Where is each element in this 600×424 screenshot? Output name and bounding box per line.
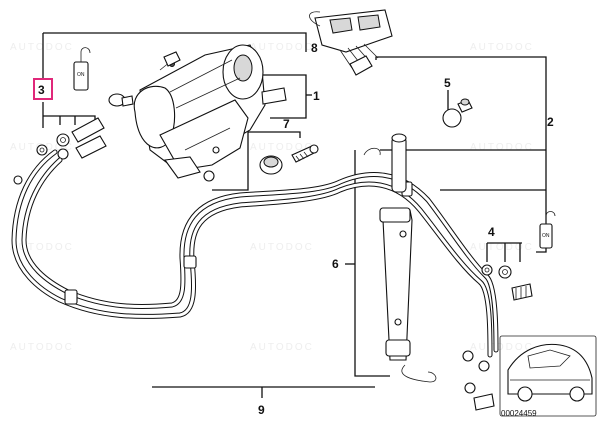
svg-text:AUTODOC: AUTODOC [250, 142, 314, 153]
callout-5[interactable]: 5 [444, 76, 451, 90]
svg-text:AUTODOC: AUTODOC [10, 342, 74, 353]
pipe-fittings-left [13, 117, 107, 185]
svg-text:AUTODOC: AUTODOC [470, 42, 534, 53]
callout-7[interactable]: 7 [283, 117, 290, 131]
svg-text:AUTODOC: AUTODOC [250, 42, 314, 53]
svg-text:AUTODOC: AUTODOC [470, 342, 534, 353]
callout-2[interactable]: 2 [547, 115, 554, 129]
callout-8[interactable]: 8 [311, 41, 318, 55]
strut-assembly [363, 133, 437, 383]
svg-text:AUTODOC: AUTODOC [10, 242, 74, 253]
callout-3[interactable]: 3 [38, 83, 45, 97]
svg-text:AUTODOC: AUTODOC [470, 242, 534, 253]
rubber-mount [259, 144, 319, 175]
relay-bracket [309, 9, 393, 76]
pipe-fittings-right [462, 264, 533, 411]
vehicle-thumbnail [499, 335, 597, 417]
wire-clip-right: ON [539, 211, 556, 249]
svg-text:AUTODOC: AUTODOC [250, 242, 314, 253]
callout-6[interactable]: 6 [332, 257, 339, 271]
leader-lines [42, 32, 547, 398]
callout-4[interactable]: 4 [488, 225, 495, 239]
svg-text:AUTODOC: AUTODOC [250, 342, 314, 353]
compressor-assembly [133, 44, 287, 182]
reference-number: 00024459 [501, 409, 537, 418]
callout-labels: 3 8 1 7 5 2 4 6 9 [33, 41, 554, 417]
air-pipes [11, 149, 499, 358]
svg-text:ON: ON [77, 72, 85, 78]
highlight-box-3[interactable] [33, 78, 53, 100]
ball-fitting [442, 98, 473, 128]
svg-text:AUTODOC: AUTODOC [470, 142, 534, 153]
callout-9[interactable]: 9 [258, 403, 265, 417]
watermark: AUTODOC AUTODOC AUTODOC AUTODOC AUTODOC … [10, 42, 534, 353]
svg-text:AUTODOC: AUTODOC [10, 42, 74, 53]
svg-text:ON: ON [542, 233, 550, 239]
callout-1[interactable]: 1 [313, 89, 320, 103]
wire-clip-left: ON [73, 47, 134, 107]
